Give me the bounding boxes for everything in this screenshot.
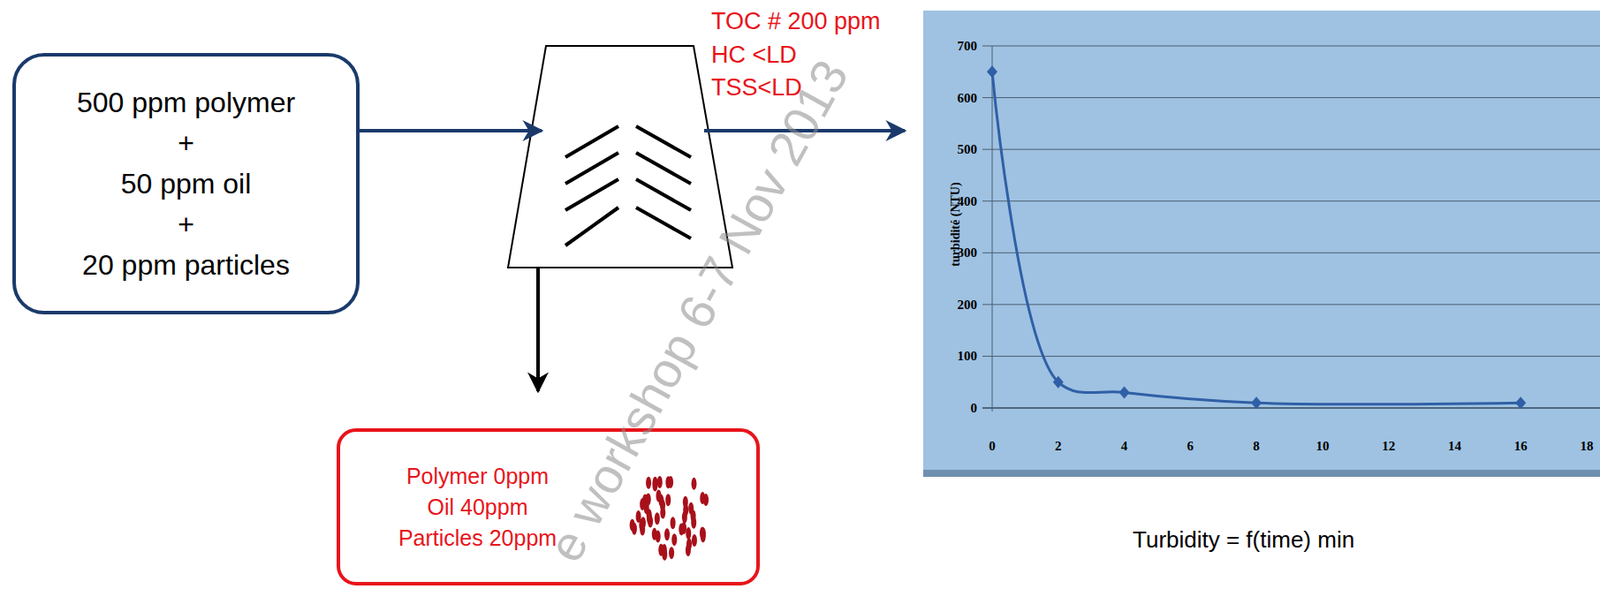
oil-droplet [645,477,652,490]
oil-droplet [664,528,670,541]
chart-panel-edge [923,470,1600,478]
underflow-arrow [536,267,540,392]
x-tick-label: 2 [1054,438,1062,455]
oil-droplet [665,476,671,489]
x-tick-label: 4 [1121,438,1129,455]
grid-line [982,200,1600,202]
overflow-quality: TOC # 200 ppm [711,7,881,36]
y-tick-label: 0 [970,400,979,417]
x-tick-label: 6 [1187,438,1195,455]
oil-droplet [668,546,675,560]
oil-droplet [655,530,661,544]
chart-caption: Turbidity = f(time) min [1132,526,1355,554]
feed-box: 500 ppm polymer+50 ppm oil+20 ppm partic… [12,53,360,315]
y-tick-label: 500 [957,141,979,158]
grid-line [982,149,1600,151]
grid-line [982,97,1600,99]
oil-droplet [652,477,659,490]
turbidity-curve [992,71,1521,404]
data-marker [1053,376,1064,389]
data-marker [1119,386,1130,399]
data-marker [1515,396,1526,410]
chart-plot [982,45,1600,412]
y-tick-label: 100 [957,348,979,364]
node-text: 20 ppm particles [82,244,290,286]
node-text: Polymer 0ppm [406,461,549,493]
oil-droplet [678,523,684,536]
oil-droplet [629,519,636,532]
grid-line [982,303,1600,305]
oil-droplet [656,490,662,503]
x-tick-label: 16 [1514,438,1528,455]
oil-droplet [691,534,698,547]
y-tick-label: 200 [957,296,979,313]
data-marker [986,65,998,78]
node-text: Particles 20ppm [398,523,557,554]
node-text: + [177,122,195,164]
node-text: Oil 40ppm [427,492,529,524]
oil-droplet [682,496,689,509]
grid-line [982,252,1600,254]
separator-vessel [508,45,733,268]
oil-droplet [671,533,677,546]
grid-line [982,45,1600,47]
grid-line [982,356,1600,357]
data-marker [1251,396,1262,410]
oil-droplet [642,494,648,508]
underflow-box: Polymer 0ppmOil 40ppmParticles 20ppm [336,428,760,586]
x-tick-label: 10 [1315,438,1329,455]
feed-arrow [359,128,542,133]
oil-droplet [665,493,671,507]
oil-droplet [661,548,668,562]
node-text: 50 ppm oil [121,163,252,205]
x-tick-label: 14 [1448,438,1462,455]
x-tick-label: 12 [1381,438,1396,455]
separator-plates [565,126,691,246]
oil-droplet [670,516,676,530]
oil-droplet [699,492,706,505]
oil-droplet [646,512,653,525]
oil-droplet [643,494,649,508]
grid-line [982,407,1600,410]
overflow-quality: HC <LD [711,40,797,69]
oil-droplet [686,538,692,551]
y-axis [992,45,994,412]
oil-droplet [685,527,691,540]
node-text: 500 ppm polymer [76,82,296,123]
y-tick-label: 600 [957,90,979,107]
oil-droplet [640,516,646,530]
y-tick-label: 700 [957,37,979,54]
oil-droplet [690,477,697,491]
flow-arrows [359,130,905,392]
oil-droplet [690,509,697,523]
oil-droplets [629,476,709,562]
x-tick-label: 8 [1252,438,1260,455]
oil-droplet [700,530,706,543]
oil-droplet [682,511,688,524]
x-tick-label: 0 [988,438,996,455]
x-tick-label: 18 [1580,438,1594,455]
chart-panel [923,10,1600,478]
node-text: + [177,204,195,245]
oil-droplet [654,512,660,525]
oil-droplet [659,507,666,520]
oil-droplet [657,476,663,489]
y-axis-title: turbidité (NTU) [948,181,964,266]
